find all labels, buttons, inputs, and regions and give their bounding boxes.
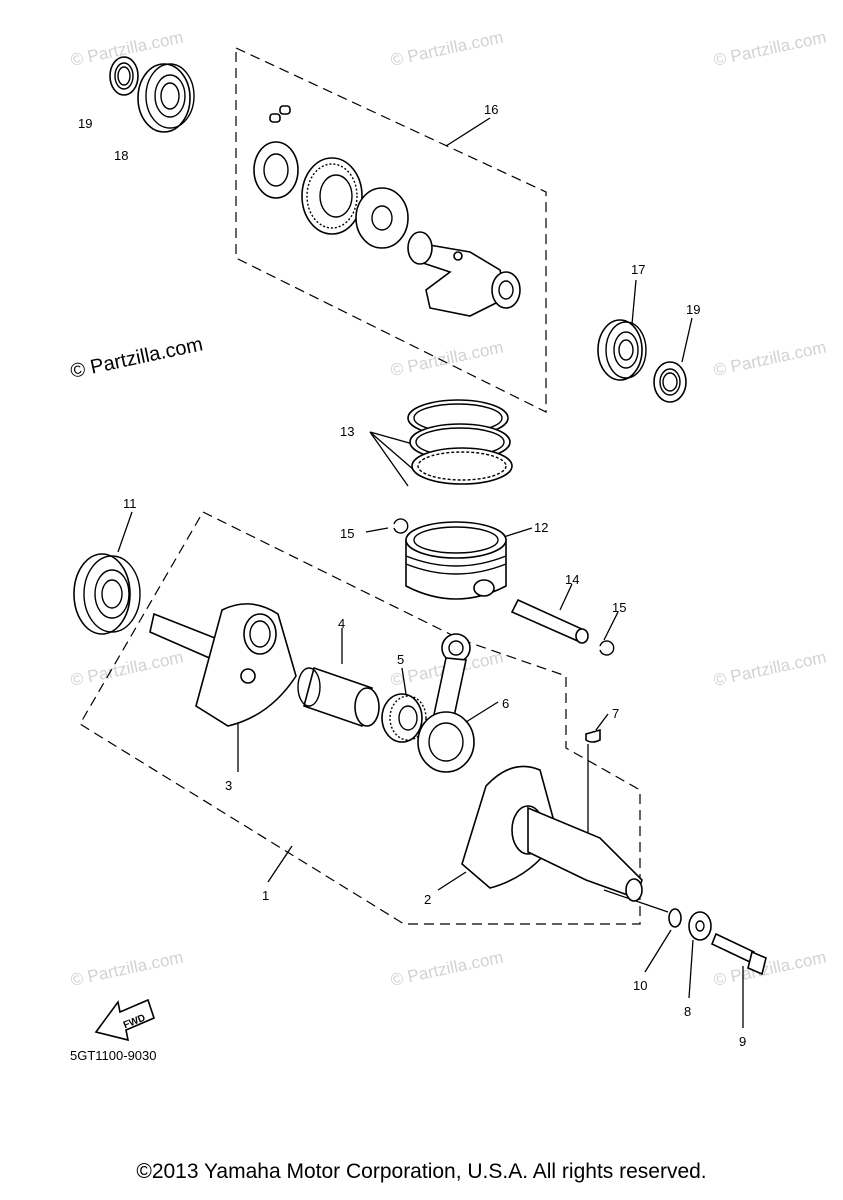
bearing-17 bbox=[597, 319, 647, 381]
callout-13: 13 bbox=[340, 424, 354, 439]
watermark: © Partzilla.com bbox=[69, 948, 185, 990]
bolt-9 bbox=[710, 932, 767, 976]
oil-seal-19-top bbox=[109, 56, 139, 96]
callout-7: 7 bbox=[612, 706, 619, 721]
o-ring-10 bbox=[668, 908, 682, 928]
callout-11: 11 bbox=[123, 496, 137, 511]
bearing-11 bbox=[73, 553, 141, 635]
piston-ring-set-13 bbox=[407, 399, 513, 485]
fwd-arrow-icon: FWD bbox=[94, 998, 155, 1042]
watermark: © Partzilla.com bbox=[712, 28, 828, 70]
callout-19-right: 19 bbox=[686, 302, 700, 317]
circlip-15-right bbox=[599, 640, 615, 656]
callout-12: 12 bbox=[534, 520, 548, 535]
callout-16: 16 bbox=[484, 102, 498, 117]
watermark-layer: © Partzilla.com © Partzilla.com © Partzi… bbox=[69, 28, 828, 990]
callout-4: 4 bbox=[338, 616, 345, 631]
group-1-outline bbox=[79, 511, 641, 925]
callout-15-right: 15 bbox=[612, 600, 626, 615]
leader-lines bbox=[117, 117, 744, 1028]
crank-left-3 bbox=[149, 603, 297, 727]
copyright-notice: ©2013 Yamaha Motor Corporation, U.S.A. A… bbox=[136, 1160, 707, 1183]
callout-8: 8 bbox=[684, 1004, 691, 1019]
callout-17: 17 bbox=[631, 262, 645, 277]
callout-5: 5 bbox=[397, 652, 404, 667]
callout-19-top: 19 bbox=[78, 116, 92, 131]
group-16-outline bbox=[235, 47, 547, 413]
watermark: © Partzilla.com bbox=[712, 338, 828, 380]
callout-3: 3 bbox=[225, 778, 232, 793]
bearing-18 bbox=[137, 63, 195, 133]
connecting-rod-6 bbox=[417, 633, 475, 773]
watermark: © Partzilla.com bbox=[389, 28, 505, 70]
woodruff-key-7 bbox=[585, 728, 601, 743]
watermark: © Partzilla.com bbox=[69, 648, 185, 690]
callout-2: 2 bbox=[424, 892, 431, 907]
oil-seal-19-right bbox=[653, 361, 687, 403]
circlip-15-top bbox=[393, 518, 409, 534]
crank-right-2 bbox=[461, 765, 643, 902]
needle-bearing-5 bbox=[381, 693, 427, 743]
callout-10: 10 bbox=[633, 978, 647, 993]
balancer-gear-assembly-16 bbox=[253, 105, 521, 317]
piston-12 bbox=[405, 521, 507, 600]
watermark: © Partzilla.com bbox=[389, 948, 505, 990]
diagram-code: 5GT1100-9030 bbox=[70, 1048, 157, 1063]
main-watermark: © Partzilla.com bbox=[68, 333, 204, 383]
washer-8 bbox=[688, 911, 712, 941]
crank-pin-4 bbox=[297, 666, 380, 728]
callout-6: 6 bbox=[502, 696, 509, 711]
callout-labels: 1 2 3 4 5 6 7 8 9 10 11 12 13 14 15 15 1… bbox=[78, 102, 746, 1049]
piston-pin-14 bbox=[510, 598, 589, 644]
callout-9: 9 bbox=[739, 1034, 746, 1049]
watermark: © Partzilla.com bbox=[712, 948, 828, 990]
watermark: © Partzilla.com bbox=[389, 338, 505, 380]
callout-15-left: 15 bbox=[340, 526, 354, 541]
callout-18: 18 bbox=[114, 148, 128, 163]
watermark: © Partzilla.com bbox=[712, 648, 828, 690]
callout-1: 1 bbox=[262, 888, 269, 903]
callout-14: 14 bbox=[565, 572, 579, 587]
